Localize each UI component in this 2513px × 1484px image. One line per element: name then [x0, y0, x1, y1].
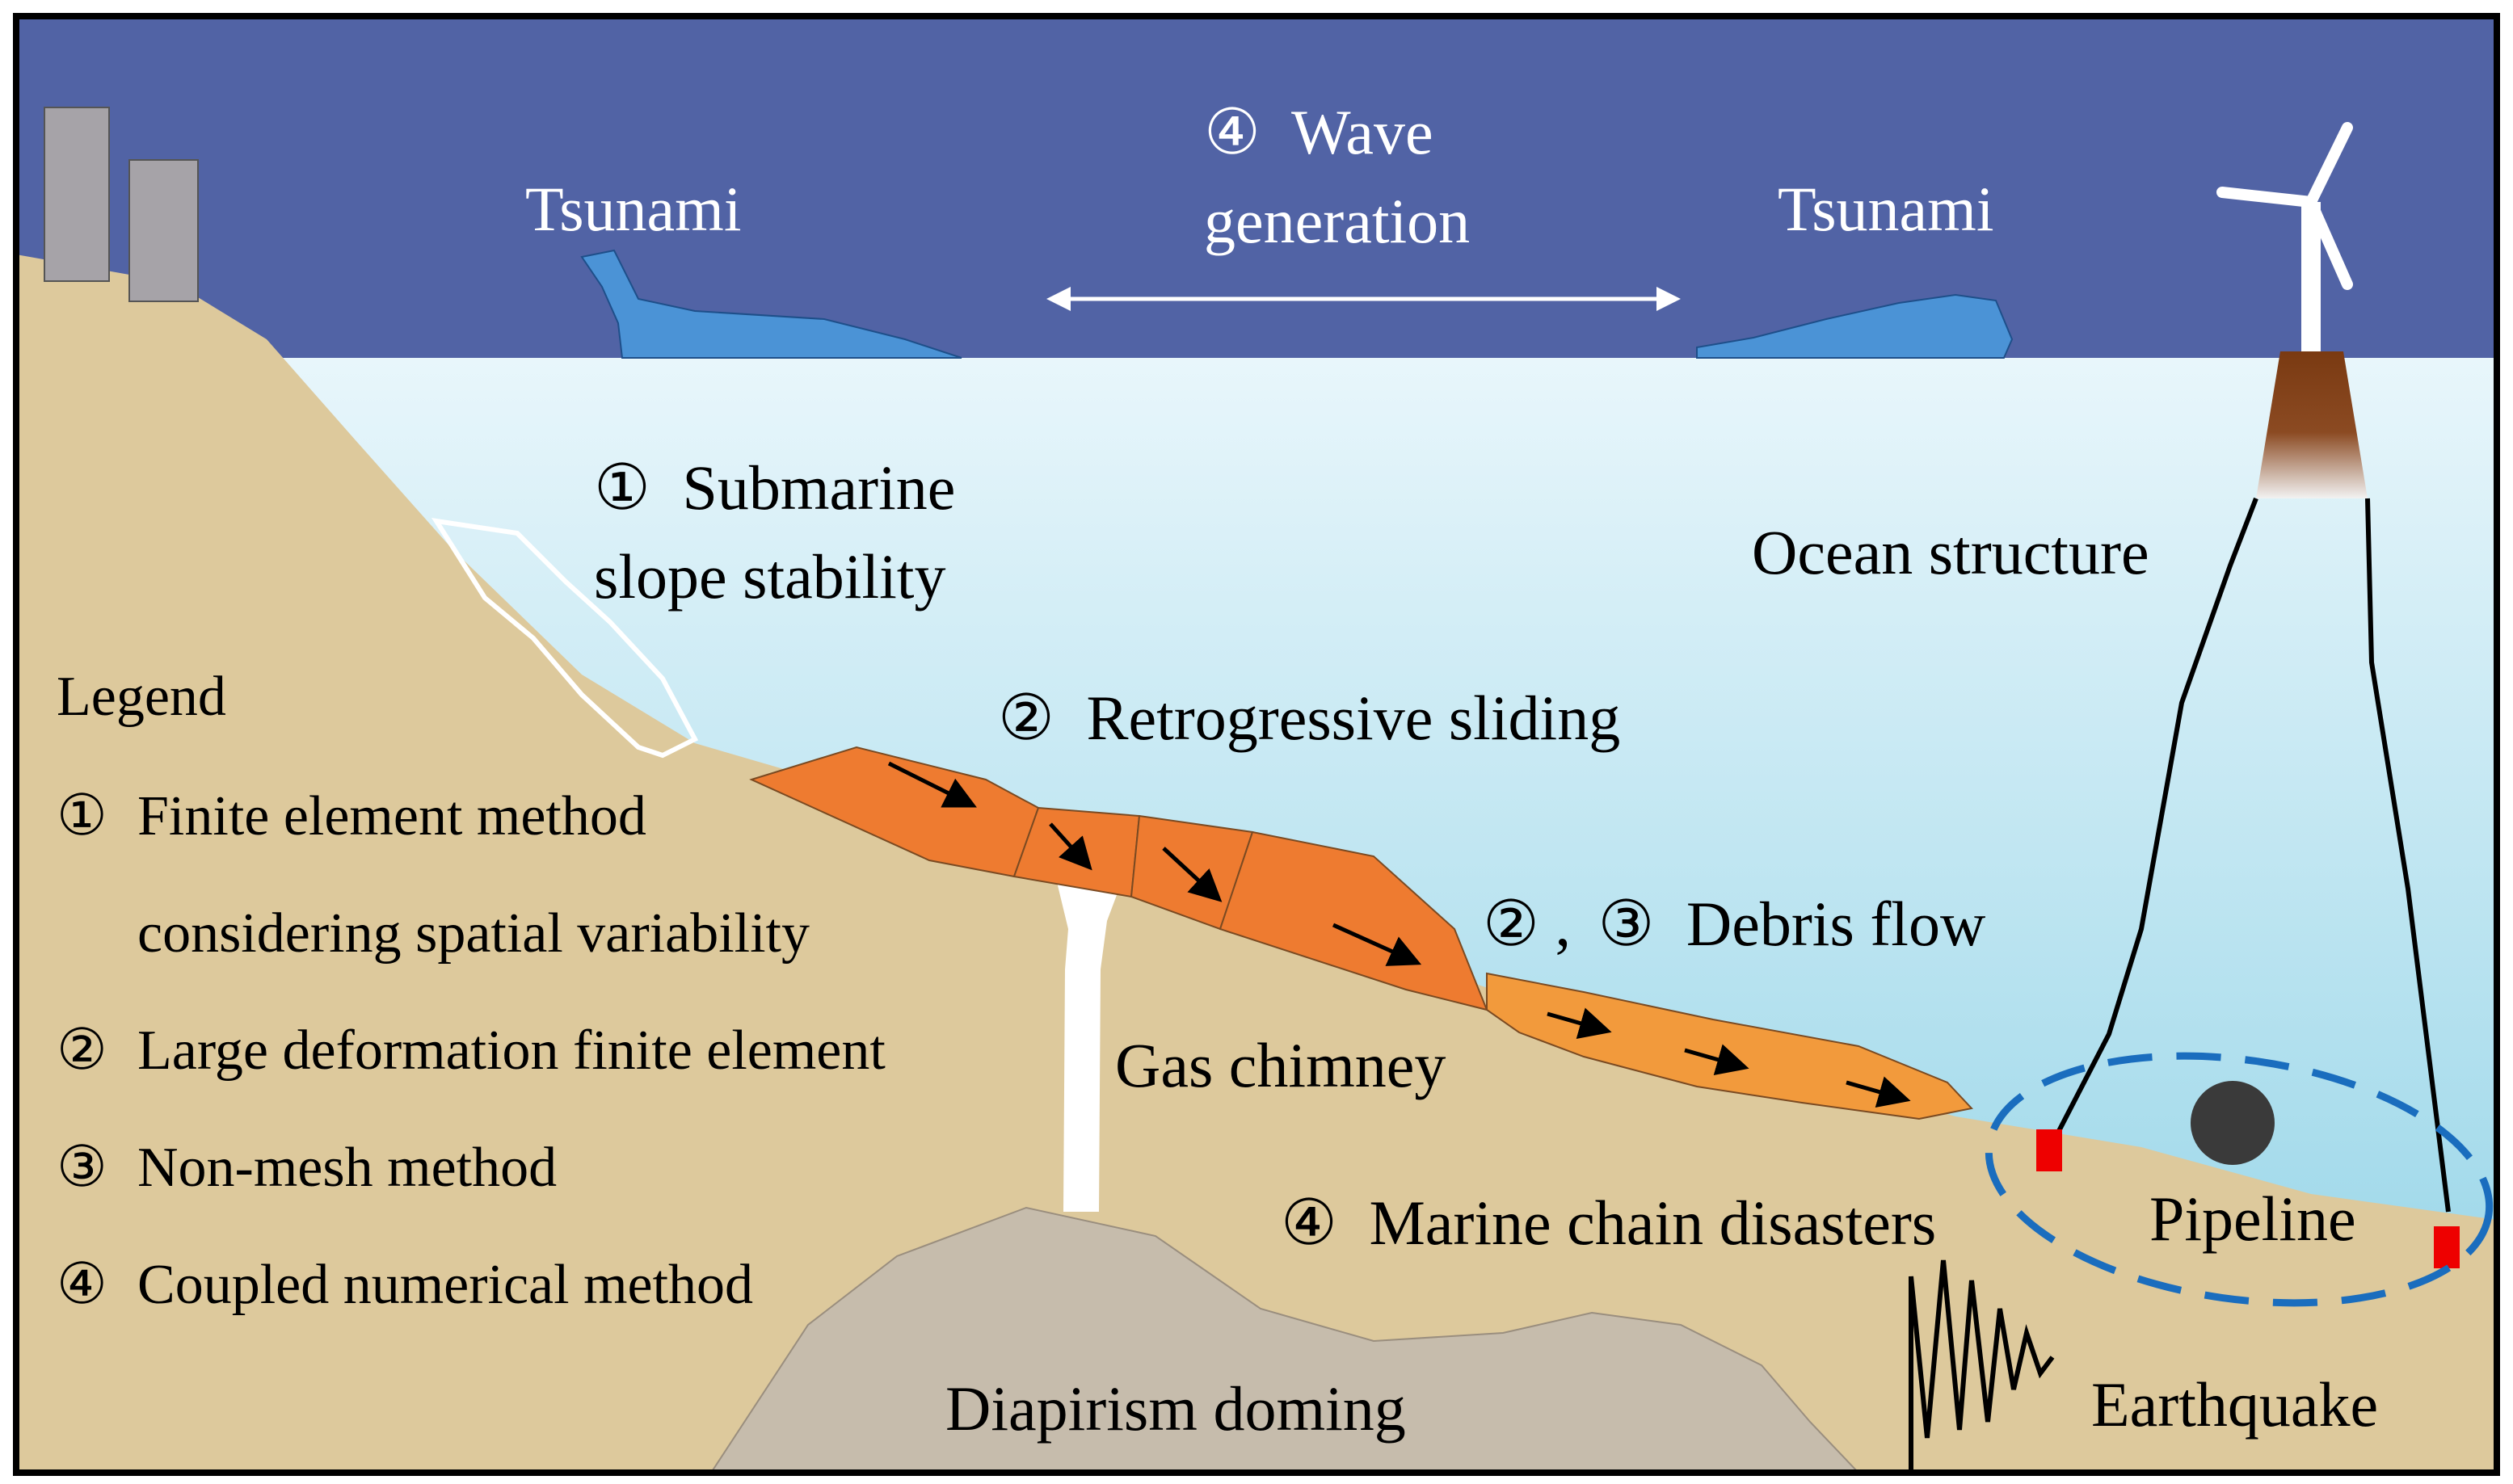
arrow-icon	[1547, 1007, 1612, 1039]
anchor-left	[2036, 1129, 2062, 1171]
gas-chimney	[1057, 871, 1119, 1212]
marine-chain-highlight	[1985, 1052, 2494, 1307]
legend: Legend ① Finite element method consideri…	[57, 666, 886, 1317]
circled-number: ③	[1597, 888, 1654, 961]
circled-number: ①	[594, 452, 650, 524]
arrow-icon	[1162, 847, 1223, 902]
seismograph-icon	[1909, 1259, 2055, 1473]
arrow-icon	[1049, 822, 1092, 871]
arrow-icon	[1846, 1076, 1911, 1108]
arrow-icon	[887, 761, 977, 808]
gas-chimney-label: Gas chimney	[1115, 1030, 1446, 1100]
pipeline-cross-section	[2191, 1081, 2275, 1165]
legend-item: ① Finite element method	[57, 782, 646, 848]
debris-flow-label: ② , ③ Debris flow	[1483, 888, 1985, 961]
diapirism-dome	[709, 1206, 1861, 1473]
retrogressive-sliding-label: ② Retrogressive sliding	[998, 682, 1620, 755]
ocean-structure-label: Ocean structure	[1752, 517, 2149, 587]
legend-item: ④ Coupled numerical method	[57, 1251, 753, 1317]
circled-number: ③	[57, 1133, 107, 1200]
legend-title: Legend	[57, 666, 226, 728]
circled-number: ④	[1204, 96, 1261, 169]
wave-generation-label-line2: generation	[1204, 186, 1470, 256]
mooring-line-right	[2365, 498, 2451, 1213]
arrow-icon	[1684, 1044, 1749, 1075]
marine-chain-disasters-label: ④ Marine chain disasters	[1281, 1187, 1936, 1259]
building-icon	[44, 107, 199, 302]
slope-stability-label-line2: slope stability	[594, 541, 945, 612]
circled-number: ②	[998, 682, 1054, 755]
mooring-line-left	[2056, 497, 2258, 1133]
tsunami-wave-left	[580, 249, 962, 359]
circled-number: ②	[57, 1016, 107, 1083]
wave-generation-label: ④ Wave	[1204, 96, 1433, 169]
submarine-slope-outline	[431, 518, 699, 759]
frame-border	[13, 13, 2500, 1476]
seabed-land	[16, 254, 2497, 1473]
earthquake-label: Earthquake	[2091, 1369, 2378, 1440]
circled-number: ①	[57, 782, 107, 848]
legend-item: considering spatial variability	[137, 902, 810, 965]
legend-item: ③ Non-mesh method	[57, 1133, 557, 1200]
tsunami-label-left: Tsunami	[525, 174, 742, 244]
wind-turbine-icon	[2216, 122, 2368, 498]
arrow-icon	[1332, 923, 1422, 966]
circled-number: ②	[1483, 888, 1539, 961]
tsunami-wave-right	[1696, 293, 2014, 359]
anchor-right	[2434, 1226, 2460, 1268]
circled-number: ④	[57, 1251, 107, 1317]
slide-arrows	[887, 761, 1911, 1108]
circled-number: ④	[1281, 1187, 1337, 1259]
legend-item: ② Large deformation finite element	[57, 1016, 886, 1083]
diapirism-doming-label: Diapirism doming	[945, 1373, 1406, 1444]
tsunami-label-right: Tsunami	[1778, 174, 1994, 244]
pipeline-label: Pipeline	[2149, 1183, 2356, 1254]
slope-stability-label: ① Submarine	[594, 452, 955, 524]
